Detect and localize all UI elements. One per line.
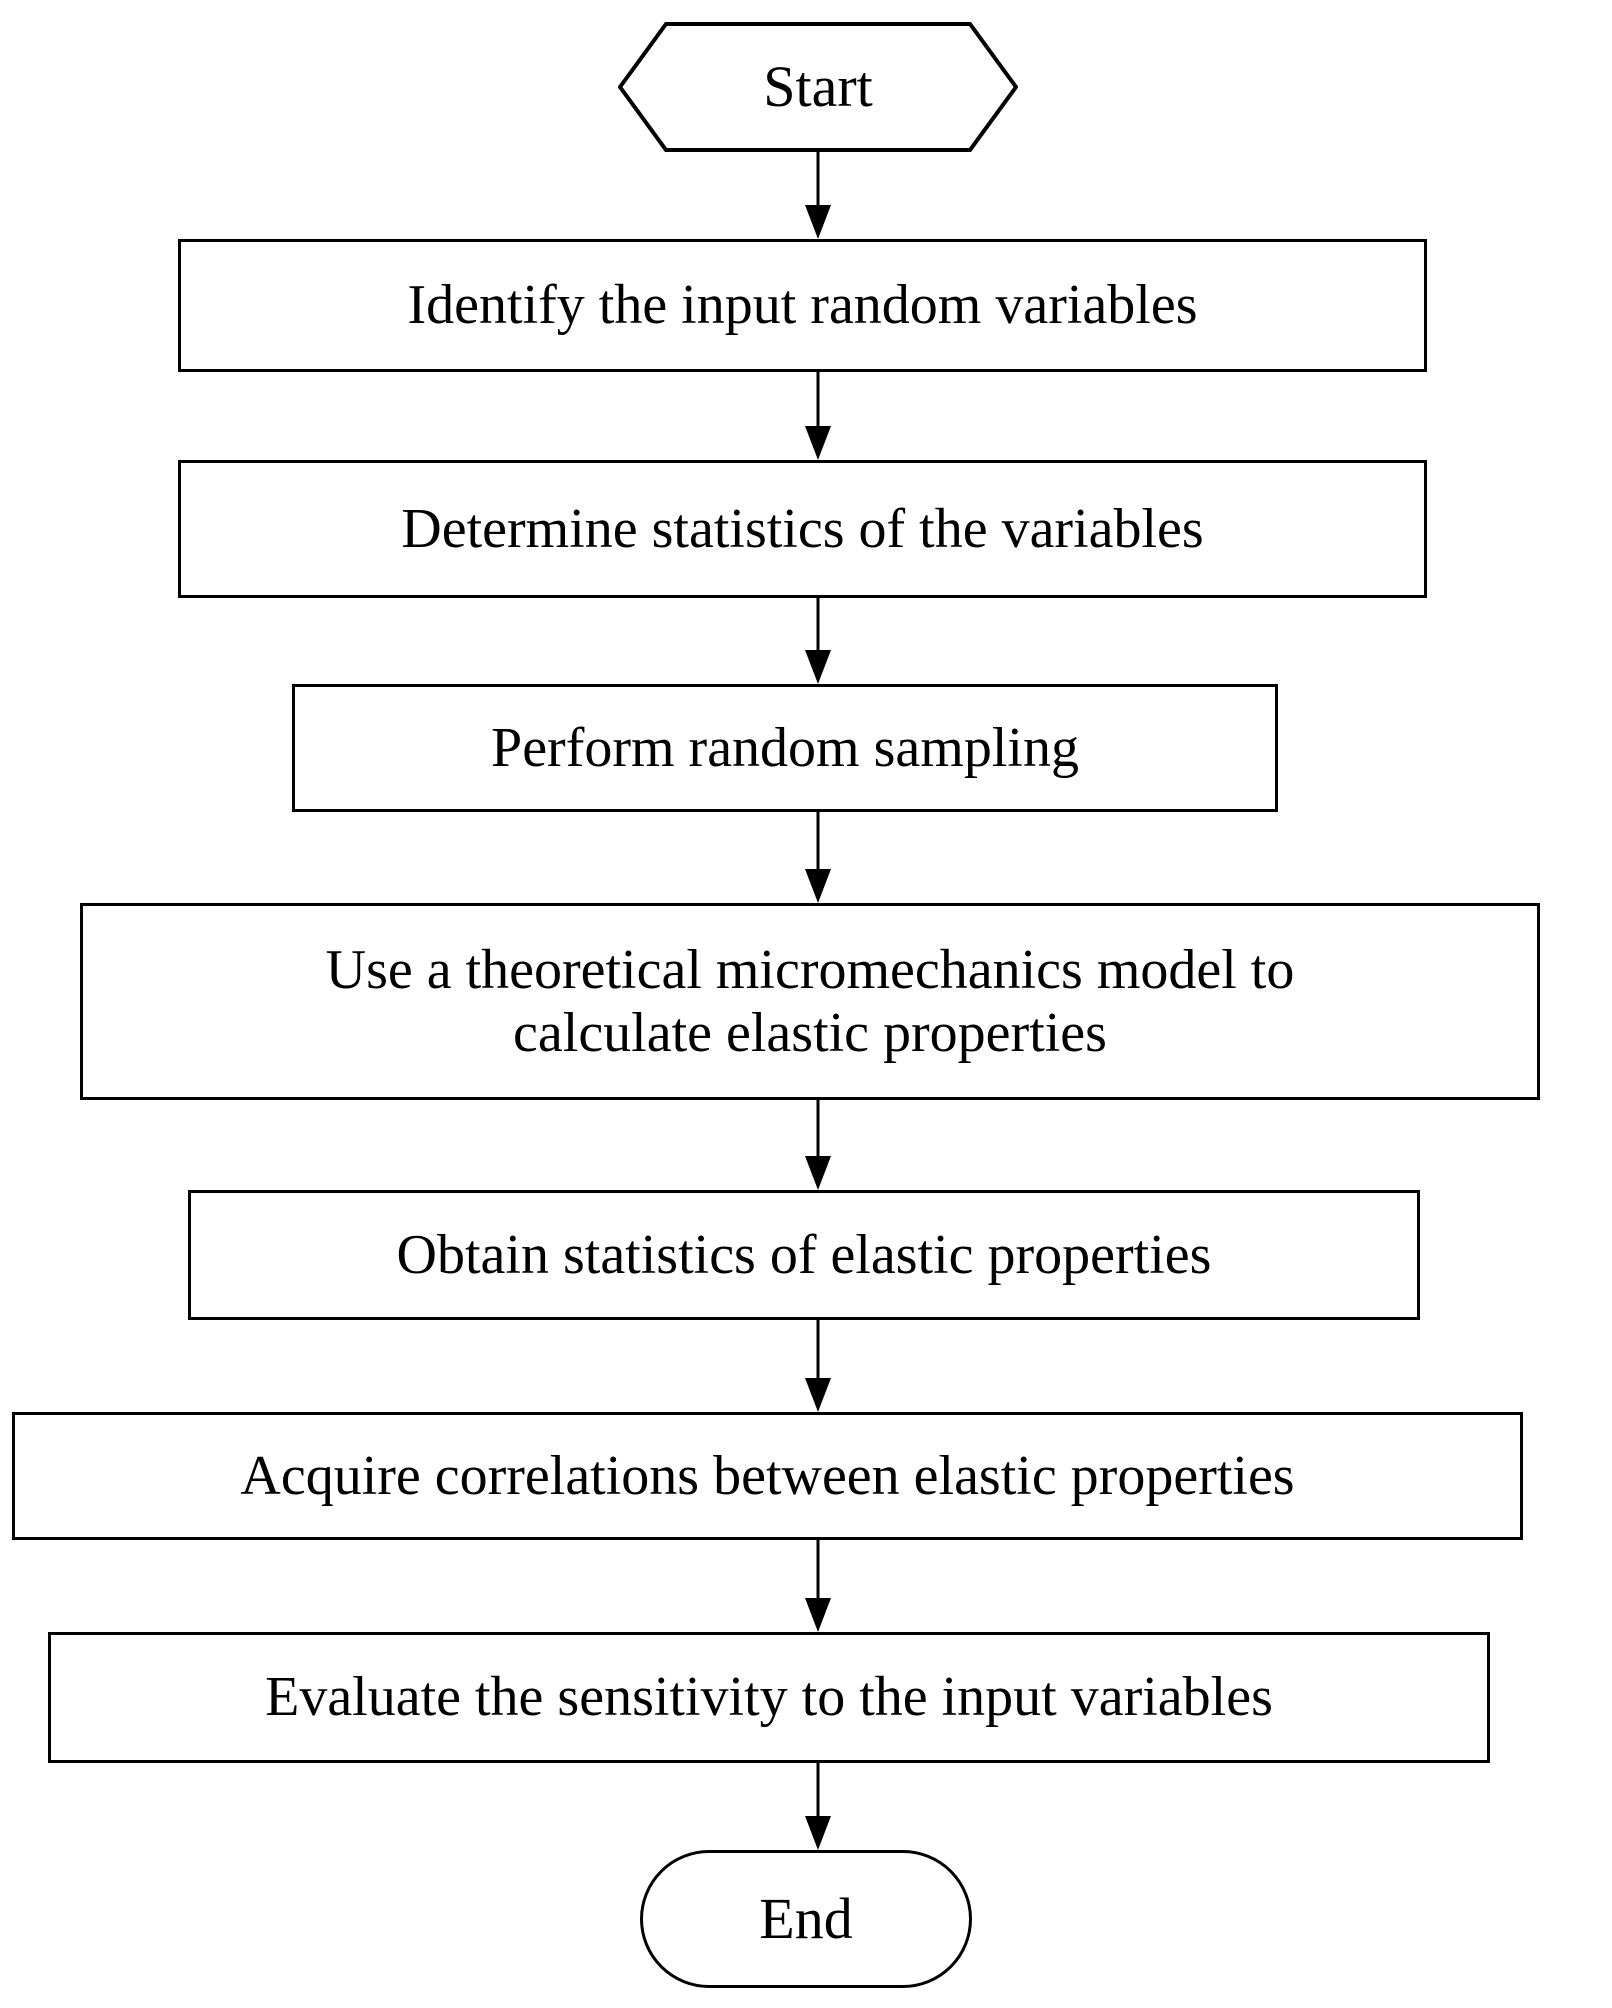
arrowhead (805, 426, 831, 460)
node-perform-random-sampling[interactable]: Perform random sampling (292, 684, 1278, 812)
connector-correlations-to-sensitivity (778, 1540, 858, 1632)
arrowhead (805, 205, 831, 239)
arrowhead (805, 1816, 831, 1850)
connector-determine-to-sampling (778, 598, 858, 684)
node-start[interactable]: Start (618, 22, 1018, 152)
node-determine-label: Determine statistics of the variables (401, 497, 1204, 560)
node-determine-statistics-of-variables[interactable]: Determine statistics of the variables (178, 460, 1427, 598)
start-hexagon-icon (618, 22, 1018, 152)
connector-sampling-to-micromechanics (778, 812, 858, 903)
node-sampling-label: Perform random sampling (491, 716, 1079, 779)
node-sensitivity-label: Evaluate the sensitivity to the input va… (265, 1666, 1273, 1729)
node-end-label: End (759, 1885, 853, 1951)
arrowhead (805, 650, 831, 684)
connector-sensitivity-to-end (778, 1763, 858, 1850)
node-start-label: Start (763, 53, 873, 119)
node-evaluate-sensitivity[interactable]: Evaluate the sensitivity to the input va… (48, 1632, 1490, 1763)
node-acquire-correlations[interactable]: Acquire correlations between elastic pro… (12, 1412, 1523, 1540)
arrowhead (805, 1378, 831, 1412)
connector-obtain-to-correlations (778, 1320, 858, 1412)
arrowhead (805, 1156, 831, 1190)
node-identify-input-random-variables[interactable]: Identify the input random variables (178, 239, 1427, 372)
node-obtain-label: Obtain statistics of elastic properties (396, 1223, 1212, 1286)
connector-micromechanics-to-obtain (778, 1100, 858, 1190)
node-micromechanics-label: Use a theoretical micromechanics model t… (325, 938, 1295, 1064)
node-obtain-statistics-elastic-properties[interactable]: Obtain statistics of elastic properties (188, 1190, 1420, 1320)
node-micromechanics-model[interactable]: Use a theoretical micromechanics model t… (80, 903, 1540, 1100)
arrowhead (805, 1598, 831, 1632)
node-end[interactable]: End (640, 1850, 972, 1988)
connector-start-to-identify (778, 152, 858, 239)
arrowhead (805, 869, 831, 903)
node-identify-label: Identify the input random variables (407, 274, 1198, 337)
node-correlations-label: Acquire correlations between elastic pro… (240, 1444, 1295, 1507)
connector-identify-to-determine (778, 372, 858, 460)
